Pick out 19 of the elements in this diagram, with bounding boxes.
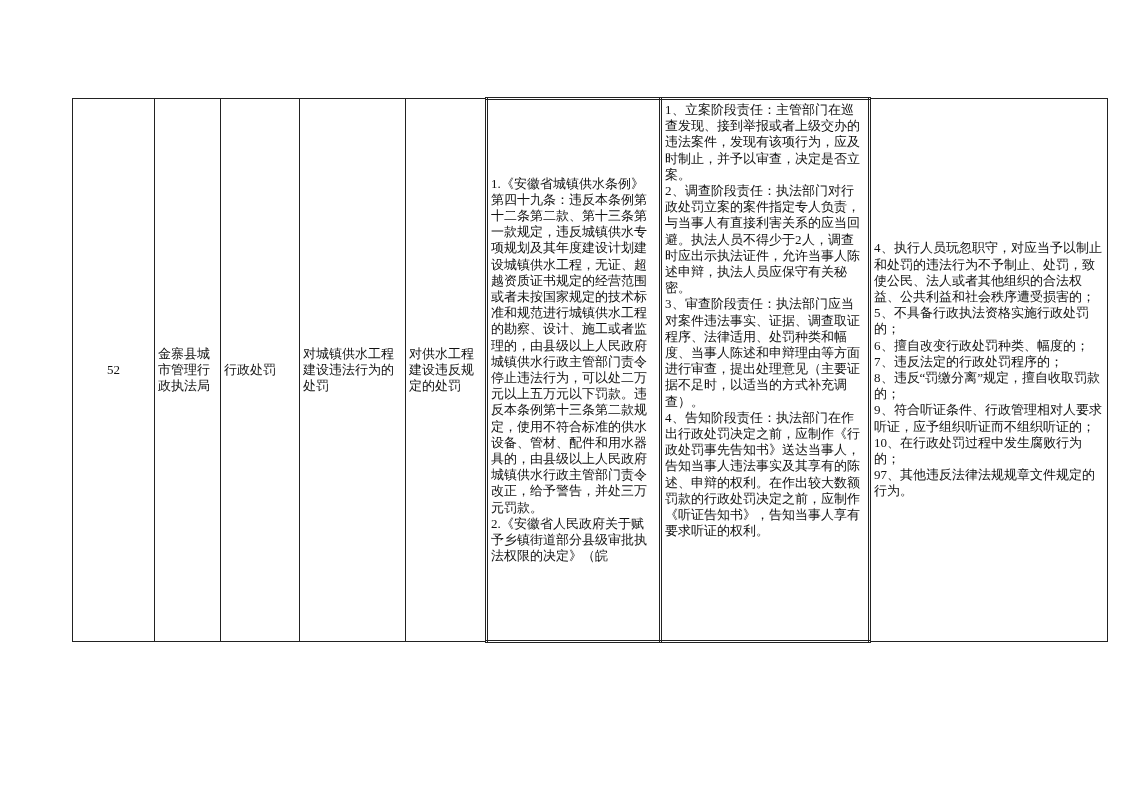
responsibility-text: 3、审查阶段责任：执法部门应当对案件违法事实、证据、调查取证程序、法律适用、处罚种类和幅度、当事人陈述和申辩理由等方面进行审查，提出处理意见（主要证据不足时，以适当的方式补充调查）。 bbox=[665, 296, 861, 410]
sub-item-name: 对供水工程建设违反规定的处罚 bbox=[409, 345, 475, 395]
department-name: 金寨县城市管理行政执法局 bbox=[158, 345, 211, 395]
accountability-text: 97、其他违反法律法规规章文件规定的行为。 bbox=[874, 467, 1096, 500]
responsibility-text: 2、调查阶段责任：执法部门对行政处罚立案的案件指定专人负责，与当事人有直接利害关系的应当回避。执法人员不得少于2人，调查时应出示执法证件，允许当事人陈述申辩，执法人员应保守有关秘密。 bbox=[665, 183, 861, 297]
accountability-text: 9、符合听证条件、行政管理相对人要求听证，应予组织听证而不组织听证的； bbox=[874, 402, 1103, 435]
row-number: 52 bbox=[106, 361, 121, 379]
power-type: 行政处罚 bbox=[224, 361, 277, 379]
accountability-text: 10、在行政处罚过程中发生腐败行为的； bbox=[874, 434, 1083, 468]
accountability-text: 5、不具备行政执法资格实施行政处罚的； bbox=[874, 305, 1090, 338]
legal-basis-text: 2.《安徽省人民政府关于赋予乡镇街道部分县级审批执法权限的决定》（皖 bbox=[491, 515, 648, 565]
responsibility-text: 1、立案阶段责任：主管部门在巡查发现、接到举报或者上级交办的违法案件，发现有该项行为，应及时制止，并予以审查，决定是否立案。 bbox=[665, 102, 861, 183]
accountability-text: 8、违反“罚缴分离”规定，擅自收取罚款的； bbox=[874, 370, 1102, 403]
accountability-text: 6、擅自改变行政处罚种类、幅度的； bbox=[874, 337, 1090, 354]
accountability-text: 7、违反法定的行政处罚程序的； bbox=[874, 353, 1064, 370]
item-name: 对城镇供水工程建设违法行为的处罚 bbox=[303, 345, 395, 395]
legal-basis-text: 1.《安徽省城镇供水条例》第四十九条：违反本条例第十二条第二款、第十三条第一款规定，违反城镇供水专项规划及其年度建设计划建设城镇供水工程，无证、超越资质证书规定的经营范围或者未按国家规定的技术标准和规范进行城镇供水工程的勘察、设计、施工或者监理的，由县级以上人民政府城镇供水行政主管部门责令停止违法行为，可以处二万元以上五万元以下罚款。违反本条例第十三条第二款规定，使用不符合标准的供水设备、管材、配件和用水器具的，由县级以上人民政府城镇供水行政主管部门责令改正，给予警告，并处三万元罚款。 bbox=[491, 175, 648, 516]
accountability-text: 4、执行人员玩忽职守，对应当予以制止和处罚的违法行为不予制止、处罚，致使公民、法人或者其他组织的合法权益、公共利益和社会秩序遭受损害的； bbox=[874, 240, 1103, 306]
responsibility-text: 4、告知阶段责任：执法部门在作出行政处罚决定之前，应制作《行政处罚事先告知书》送达当事人，告知当事人违法事实及其享有的陈述、申辩的权利。在作出较大数额罚款的行政处罚决定之前，应制作《听证告知书》，告知当事人享有要求听证的权利。 bbox=[665, 409, 861, 540]
